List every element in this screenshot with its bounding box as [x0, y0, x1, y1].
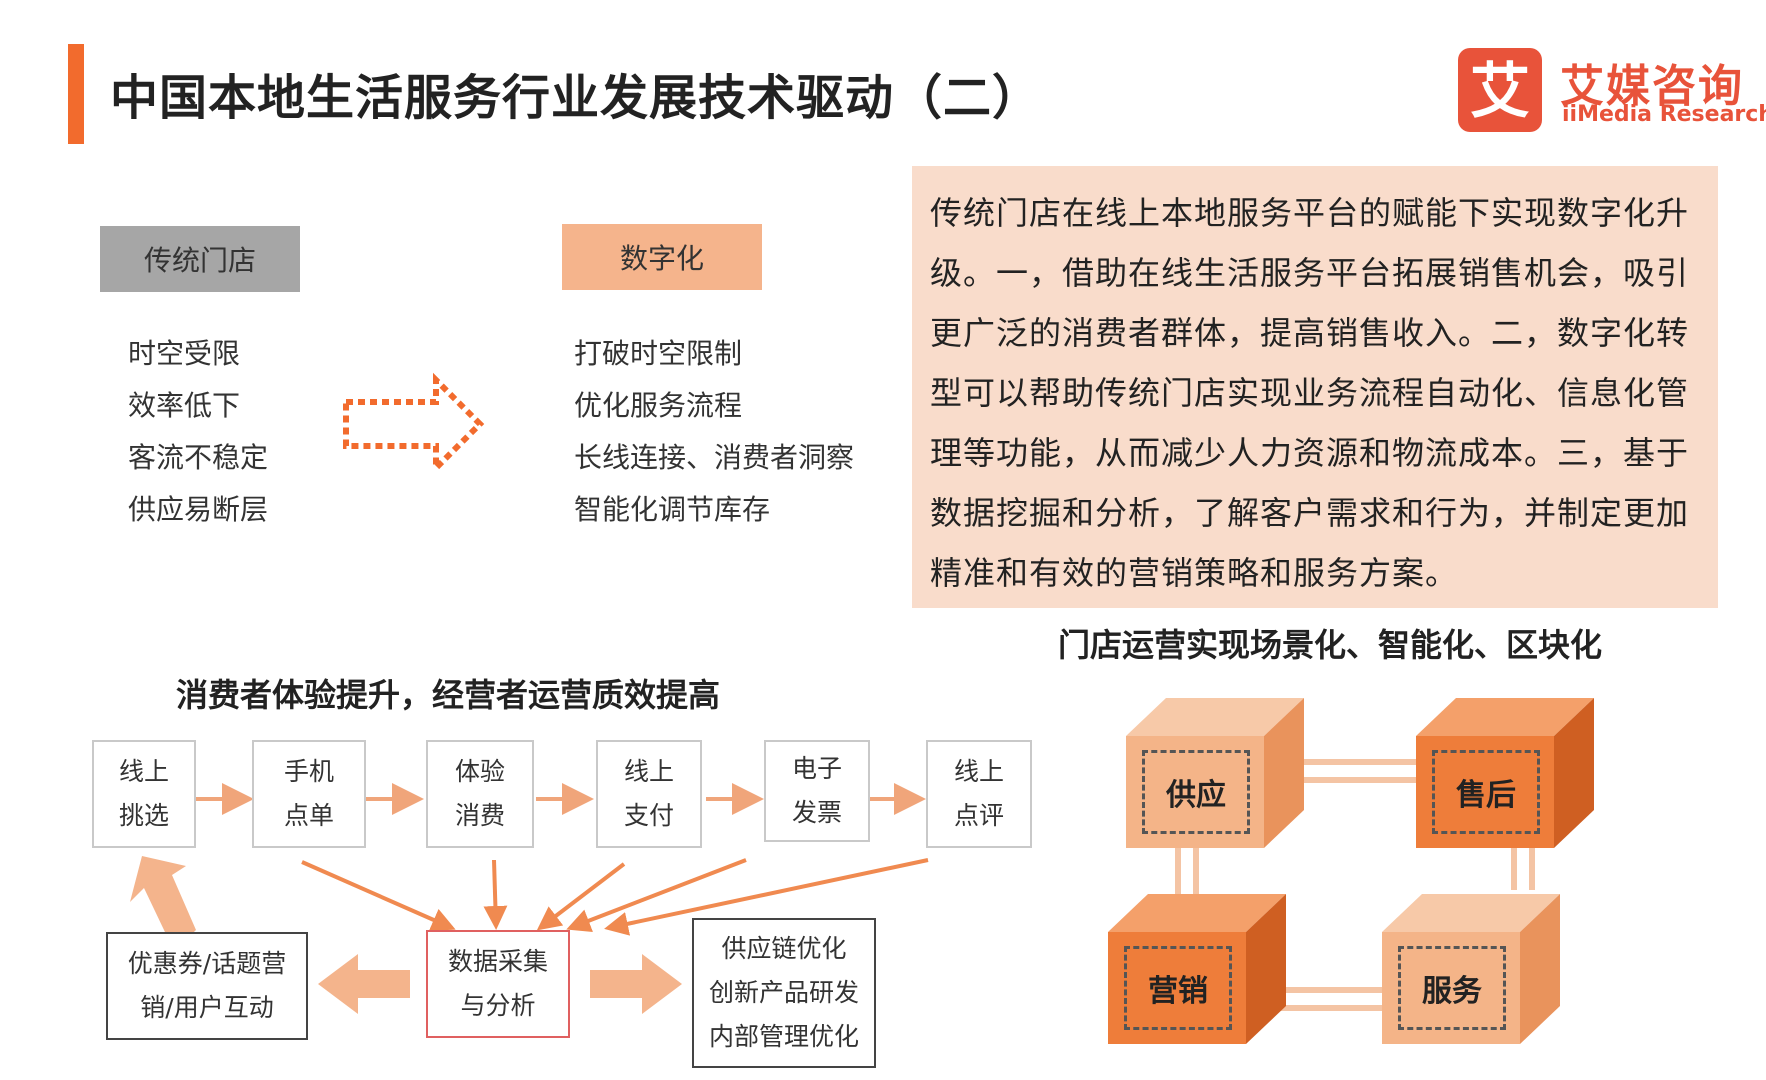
cube-after-sales	[1416, 698, 1594, 848]
summary-line: 理等功能，从而减少人力资源和物流成本。三，基于	[930, 434, 1690, 472]
title-accent-bar	[68, 44, 84, 144]
data-analysis-node: 数据采集与分析	[426, 930, 570, 1038]
digital-item: 打破时空限制	[574, 337, 743, 370]
flow-step-order: 手机点单	[252, 740, 366, 848]
flow-title: 消费者体验提升，经营者运营质效提高	[176, 676, 721, 714]
feedback-arrow	[130, 856, 196, 951]
summary-line: 级。一，借助在线生活服务平台拓展销售机会，吸引	[930, 254, 1690, 292]
collect-arrow	[483, 859, 508, 930]
flow-step-experience: 体验消费	[426, 740, 534, 848]
output-arrow-left	[318, 954, 410, 1014]
collect-arrow	[604, 858, 929, 936]
summary-line: 精准和有效的营销策略和服务方案。	[930, 554, 1459, 592]
collect-arrow	[301, 860, 456, 931]
logo-name-en: iiMedia Research	[1562, 102, 1766, 127]
cube-label-supply: 供应	[1142, 750, 1250, 834]
page-title: 中国本地生活服务行业发展技术驱动（二）	[110, 70, 1042, 126]
cube-label-after-sales: 售后	[1432, 750, 1540, 834]
flow-step-browse: 线上挑选	[92, 740, 196, 848]
summary-box	[912, 166, 1718, 608]
summary-line: 数据挖掘和分析，了解客户需求和行为，并制定更加	[930, 494, 1690, 532]
marketing-output-node: 优惠券/话题营销/用户互动	[106, 932, 308, 1040]
traditional-store-header: 传统门店	[100, 226, 300, 292]
summary-line: 更广泛的消费者群体，提高销售收入。二，数字化转	[930, 314, 1690, 352]
flow-step-payment: 线上支付	[596, 740, 702, 848]
cube-label-service: 服务	[1398, 946, 1506, 1030]
logo-mark-glyph: 艾	[1470, 57, 1530, 127]
digital-item: 长线连接、消费者洞察	[574, 441, 855, 474]
cube-supply	[1126, 698, 1304, 848]
cube-service	[1382, 894, 1560, 1044]
digital-item: 智能化调节库存	[574, 493, 771, 526]
collect-arrow	[566, 858, 747, 932]
traditional-item: 客流不稳定	[128, 441, 269, 474]
logo-icon: 艾	[1458, 48, 1542, 132]
collect-arrow	[536, 862, 626, 931]
flow-step-invoice: 电子发票	[764, 740, 870, 842]
cube-label-marketing: 营销	[1124, 946, 1232, 1030]
transform-arrow-icon	[343, 372, 485, 476]
flow-step-review: 线上点评	[926, 740, 1032, 848]
summary-line: 传统门店在线上本地服务平台的赋能下实现数字化升	[930, 194, 1690, 232]
digital-header: 数字化	[562, 224, 762, 290]
operations-output-node: 供应链优化创新产品研发内部管理优化	[692, 918, 876, 1068]
logo-name-cn: 艾媒咨询	[1560, 61, 1744, 112]
cube-marketing	[1108, 894, 1286, 1044]
summary-line: 型可以帮助传统门店实现业务流程自动化、信息化管	[930, 374, 1690, 412]
cubes-title: 门店运营实现场景化、智能化、区块化	[1058, 626, 1603, 664]
traditional-item: 效率低下	[128, 389, 241, 422]
digital-item: 优化服务流程	[574, 389, 743, 422]
traditional-item: 时空受限	[128, 337, 241, 370]
output-arrow-right	[590, 954, 682, 1014]
traditional-item: 供应易断层	[128, 493, 269, 526]
